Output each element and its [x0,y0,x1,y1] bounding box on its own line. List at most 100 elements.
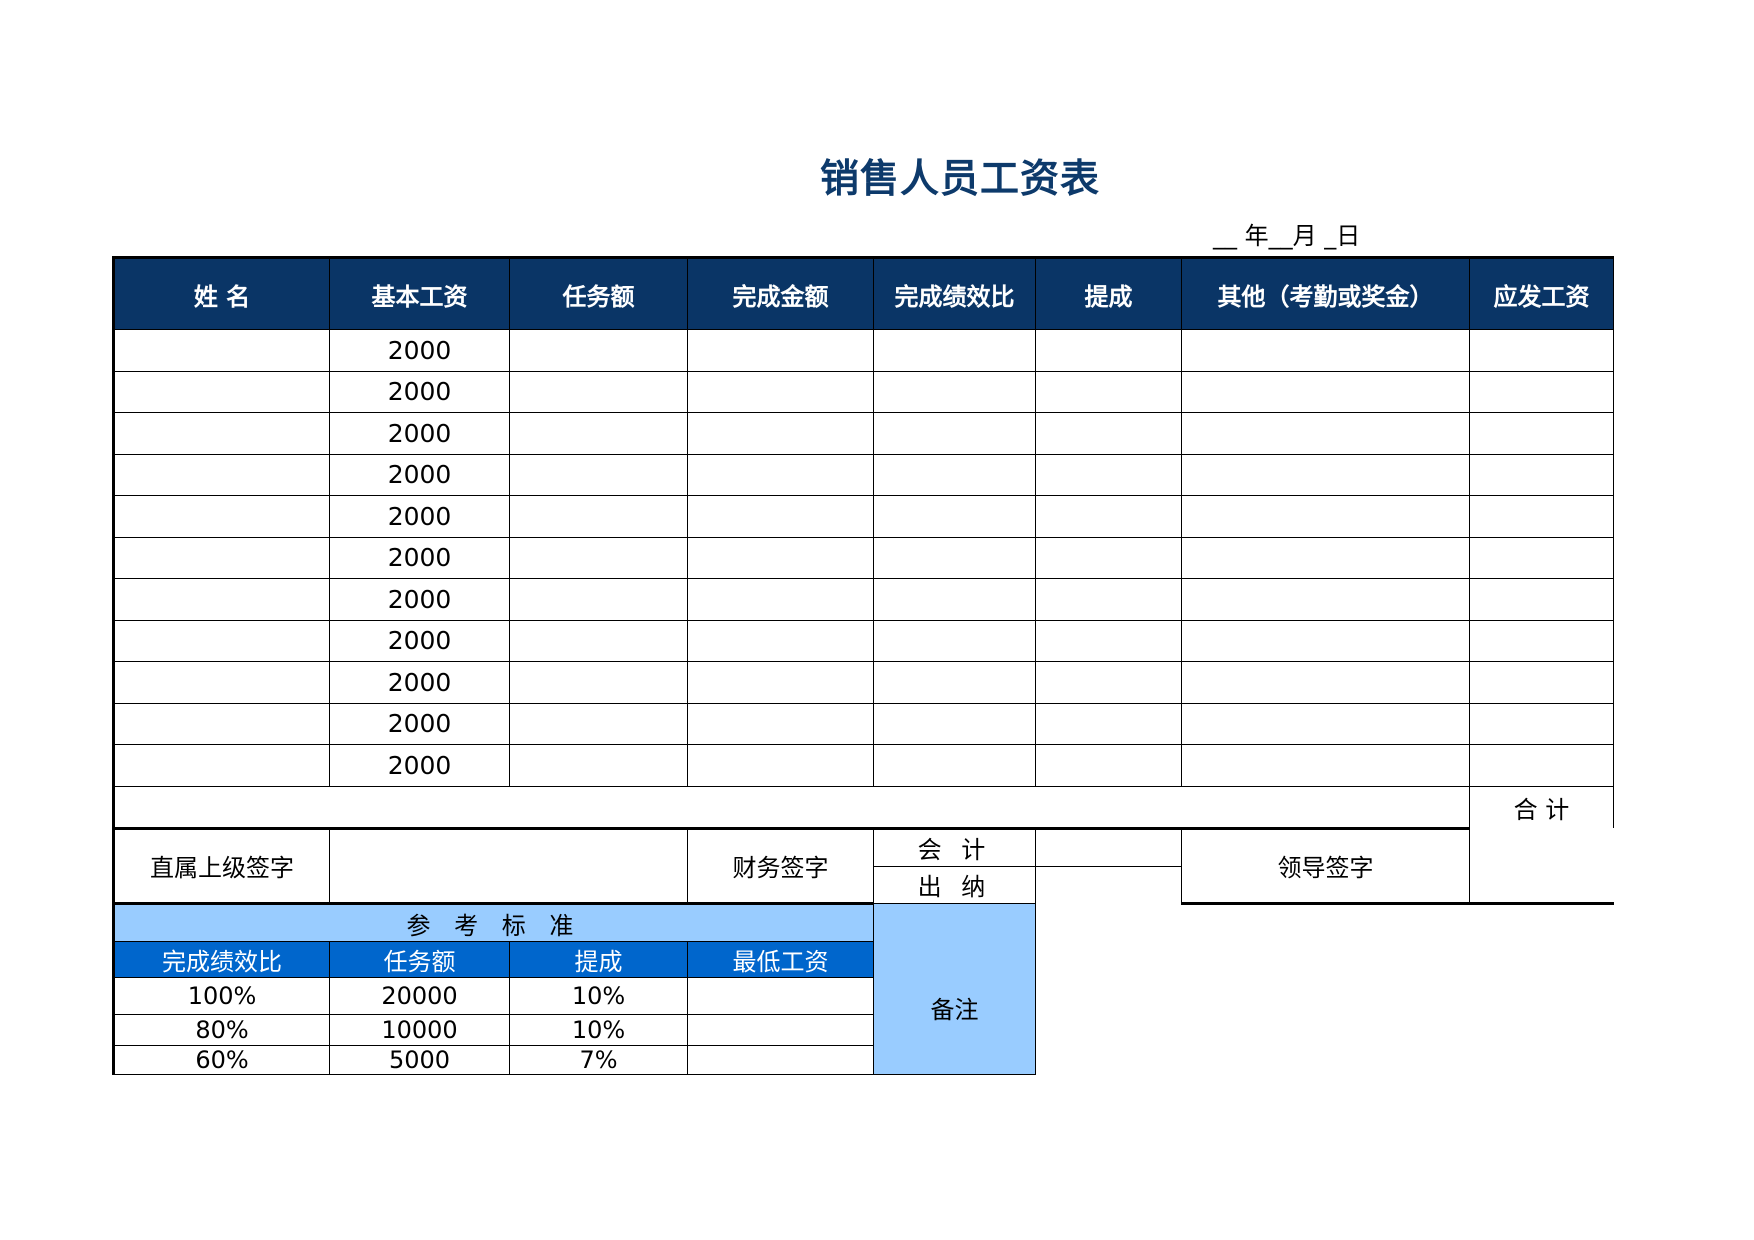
cell-other[interactable] [1181,453,1470,496]
cell-performance-ratio[interactable] [873,329,1036,372]
cell-payable-salary[interactable] [1469,661,1614,704]
cell-task-amount[interactable] [509,370,688,413]
cell-commission[interactable] [1035,453,1182,496]
cell-completed-amount[interactable] [687,495,874,538]
cell-base-salary[interactable]: 2000 [329,495,510,538]
cell-commission[interactable] [1035,619,1182,662]
cell-completed-amount[interactable] [687,661,874,704]
cell-name[interactable] [112,744,330,787]
cell-payable-salary[interactable] [1469,495,1614,538]
cell-commission[interactable] [1035,578,1182,621]
accountant-sign-cell[interactable] [1035,827,1182,867]
cell-performance-ratio[interactable] [873,370,1036,413]
cell-name[interactable] [112,412,330,455]
cell-other[interactable] [1181,619,1470,662]
cell-base-salary[interactable]: 2000 [329,370,510,413]
cell-completed-amount[interactable] [687,453,874,496]
cell-base-salary[interactable]: 2000 [329,702,510,745]
leader-sign-cell-top[interactable] [1470,828,1614,866]
cell-payable-salary[interactable] [1469,370,1614,413]
supervisor-sign-cell[interactable] [329,827,688,905]
cell-name[interactable] [112,370,330,413]
ref-cell-min-salary[interactable] [687,1045,874,1075]
cell-task-amount[interactable] [509,329,688,372]
cell-other[interactable] [1181,495,1470,538]
cell-task-amount[interactable] [509,744,688,787]
cell-completed-amount[interactable] [687,370,874,413]
cell-task-amount[interactable] [509,702,688,745]
cell-commission[interactable] [1035,702,1182,745]
cell-base-salary[interactable]: 2000 [329,619,510,662]
cell-base-salary[interactable]: 2000 [329,744,510,787]
cell-completed-amount[interactable] [687,744,874,787]
cell-payable-salary[interactable] [1469,329,1614,372]
cell-completed-amount[interactable] [687,619,874,662]
cell-task-amount[interactable] [509,412,688,455]
ref-cell-min-salary[interactable] [687,1014,874,1046]
cell-commission[interactable] [1035,744,1182,787]
cell-completed-amount[interactable] [687,702,874,745]
cell-completed-amount[interactable] [687,536,874,579]
cell-name[interactable] [112,661,330,704]
cell-other[interactable] [1181,329,1470,372]
cell-performance-ratio[interactable] [873,702,1036,745]
cell-performance-ratio[interactable] [873,578,1036,621]
cashier-sign-cell[interactable] [1035,865,1182,904]
cell-performance-ratio[interactable] [873,619,1036,662]
cell-other[interactable] [1181,578,1470,621]
cell-payable-salary[interactable] [1469,744,1614,787]
cell-base-salary[interactable]: 2000 [329,453,510,496]
cell-payable-salary[interactable] [1469,578,1614,621]
cell-completed-amount[interactable] [687,578,874,621]
cell-name[interactable] [112,578,330,621]
cell-name[interactable] [112,495,330,538]
cell-completed-amount[interactable] [687,412,874,455]
total-blank-cell[interactable] [112,785,1470,830]
cell-performance-ratio[interactable] [873,412,1036,455]
cell-task-amount[interactable] [509,495,688,538]
cell-task-amount[interactable] [509,619,688,662]
cell-other[interactable] [1181,536,1470,579]
cell-other[interactable] [1181,370,1470,413]
cell-name[interactable] [112,453,330,496]
cell-payable-salary[interactable] [1469,702,1614,745]
leader-sign-cell[interactable] [1469,866,1614,905]
cell-task-amount[interactable] [509,578,688,621]
cell-performance-ratio[interactable] [873,453,1036,496]
cell-other[interactable] [1181,412,1470,455]
cell-base-salary[interactable]: 2000 [329,536,510,579]
ref-cell-min-salary[interactable] [687,977,874,1015]
cell-performance-ratio[interactable] [873,744,1036,787]
table-row: 2000 [112,661,1614,704]
reference-title: 参 考 标 准 [112,903,874,942]
cell-payable-salary[interactable] [1469,412,1614,455]
cell-performance-ratio[interactable] [873,495,1036,538]
cell-commission[interactable] [1035,370,1182,413]
cell-task-amount[interactable] [509,536,688,579]
cell-name[interactable] [112,702,330,745]
cell-other[interactable] [1181,744,1470,787]
cell-commission[interactable] [1035,329,1182,372]
cell-name[interactable] [112,329,330,372]
cell-performance-ratio[interactable] [873,661,1036,704]
cell-name[interactable] [112,619,330,662]
cell-other[interactable] [1181,702,1470,745]
cell-task-amount[interactable] [509,453,688,496]
cell-task-amount[interactable] [509,661,688,704]
cell-payable-salary[interactable] [1469,619,1614,662]
cell-commission[interactable] [1035,412,1182,455]
cell-base-salary[interactable]: 2000 [329,661,510,704]
cell-performance-ratio[interactable] [873,536,1036,579]
cell-other[interactable] [1181,661,1470,704]
cell-base-salary[interactable]: 2000 [329,578,510,621]
cell-base-salary[interactable]: 2000 [329,412,510,455]
table-row: 2000 [112,453,1614,496]
cell-name[interactable] [112,536,330,579]
cell-commission[interactable] [1035,661,1182,704]
cell-payable-salary[interactable] [1469,536,1614,579]
cell-payable-salary[interactable] [1469,453,1614,496]
cell-commission[interactable] [1035,536,1182,579]
cell-commission[interactable] [1035,495,1182,538]
cell-completed-amount[interactable] [687,329,874,372]
cell-base-salary[interactable]: 2000 [329,329,510,372]
